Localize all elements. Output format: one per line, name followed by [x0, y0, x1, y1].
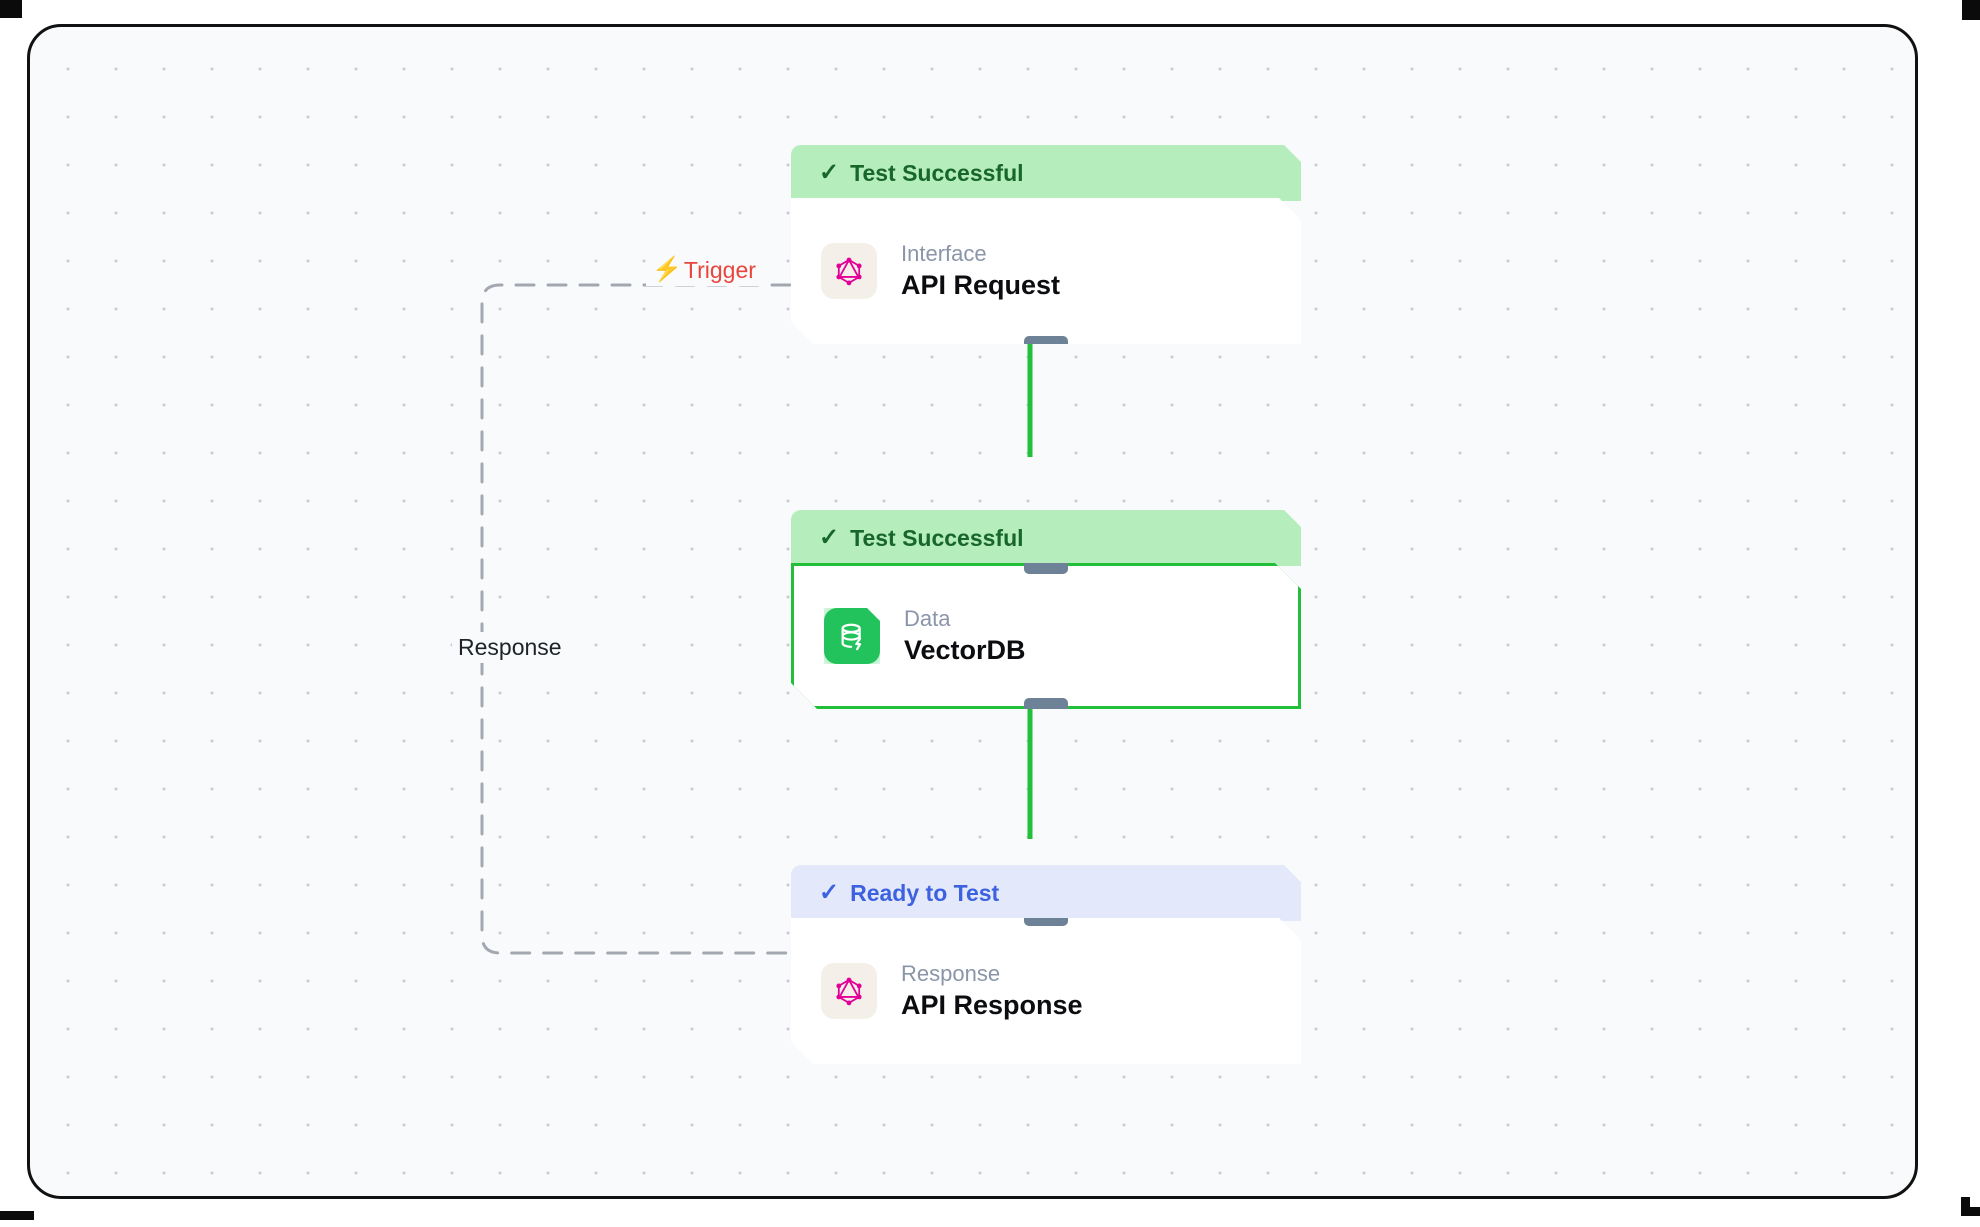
- check-icon: ✓: [819, 159, 840, 186]
- edge-label-trigger-text: Trigger: [683, 257, 756, 283]
- status-badge-vectordb: ✓ Test Successful: [791, 510, 1301, 566]
- edge-label-response: Response: [452, 632, 568, 663]
- graphql-icon: [821, 243, 877, 299]
- database-bolt-icon: [824, 608, 880, 664]
- crop-mark-bottom-left: [0, 1211, 34, 1220]
- status-badge-api-request: ✓ Test Successful: [791, 145, 1301, 201]
- crop-mark-top-left: [0, 0, 22, 18]
- check-icon: ✓: [819, 524, 840, 551]
- node-kind-label: Response: [901, 960, 1001, 986]
- node-title-label: API Response: [901, 989, 1083, 1020]
- status-badge-text: Test Successful: [850, 159, 1024, 186]
- lightning-bolt-icon: ⚡: [652, 255, 682, 283]
- edge-label-trigger: ⚡ Trigger: [646, 255, 762, 286]
- check-icon: ✓: [819, 879, 840, 906]
- node-vectordb[interactable]: ✓ Test Successful Data: [791, 510, 1301, 709]
- graphql-icon: [821, 963, 877, 1019]
- node-kind-label: Data: [904, 605, 951, 631]
- node-text-api-request: Interface API Request: [901, 241, 1060, 302]
- node-card-vectordb[interactable]: Data VectorDB: [791, 563, 1301, 709]
- node-text-vectordb: Data VectorDB: [904, 606, 1026, 667]
- node-title-label: VectorDB: [904, 634, 1026, 665]
- status-badge-text: Test Successful: [850, 524, 1024, 551]
- node-kind-label: Interface: [901, 240, 987, 266]
- node-title-label: API Request: [901, 269, 1061, 300]
- dashed-trigger-response-path[interactable]: [480, 283, 792, 955]
- flow-canvas[interactable]: ⚡ Trigger Response ✓ Test Successful: [27, 24, 1918, 1199]
- crop-mark-top-right: [1962, 0, 1980, 20]
- edge-label-response-text: Response: [458, 634, 562, 660]
- node-card-api-request[interactable]: Interface API Request: [791, 198, 1301, 344]
- crop-mark-bottom-right-horizontal: [1961, 1207, 1980, 1216]
- node-card-api-response[interactable]: Response API Response: [791, 918, 1301, 1064]
- crop-mark-bottom-right-vertical: [1961, 1197, 1970, 1216]
- status-badge-text: Ready to Test: [850, 879, 1000, 906]
- node-api-response[interactable]: ✓ Ready to Test: [791, 865, 1301, 1064]
- node-api-request[interactable]: ✓ Test Successful: [791, 145, 1301, 344]
- status-badge-api-response: ✓ Ready to Test: [791, 865, 1301, 921]
- node-text-api-response: Response API Response: [901, 961, 1083, 1022]
